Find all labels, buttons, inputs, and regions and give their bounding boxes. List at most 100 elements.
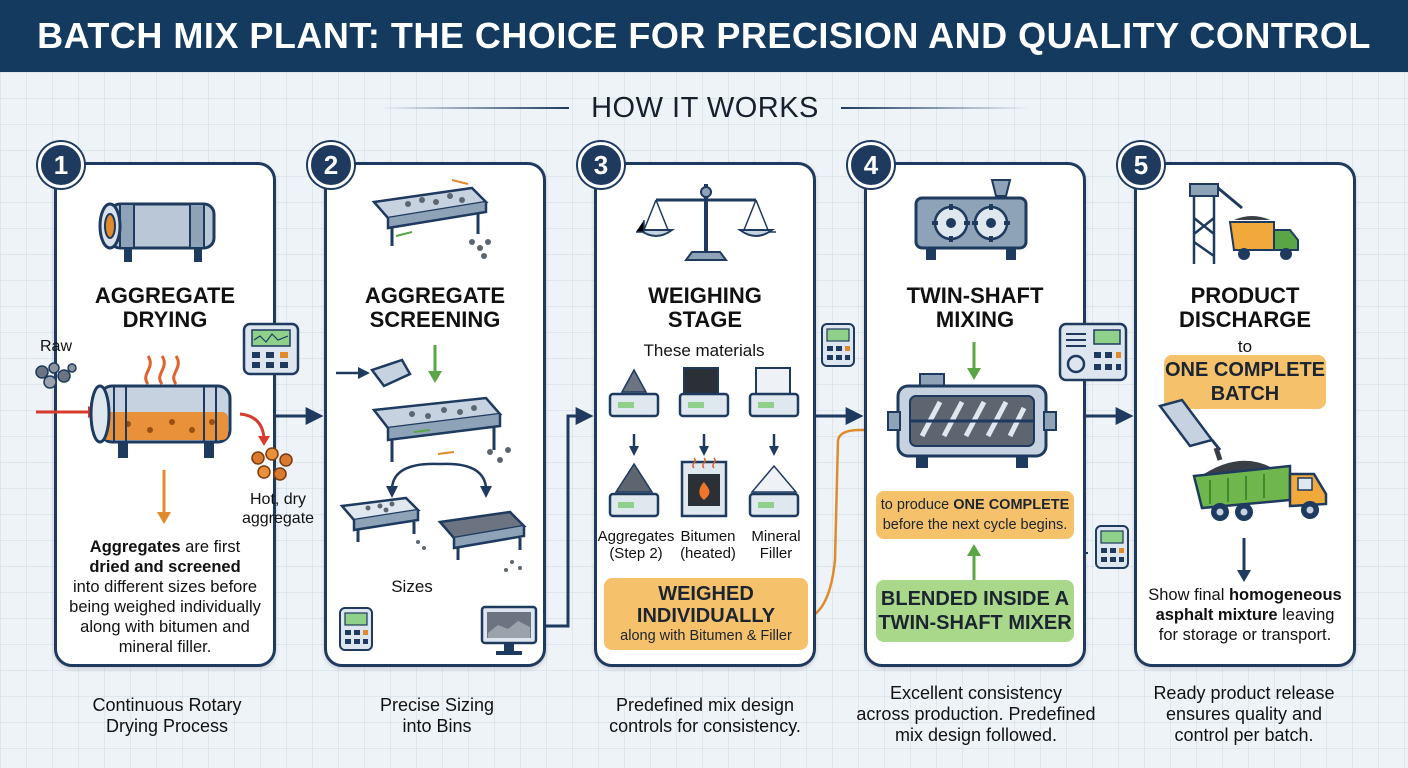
desc-bold-asphalt: asphalt mixture	[1155, 606, 1278, 624]
weighed-individually-box: WEIGHED INDIVIDUALLY along with Bitumen …	[604, 578, 808, 650]
sizes-label: Sizes	[391, 577, 433, 596]
desc-line3: for storage or transport.	[1158, 626, 1332, 644]
discharge-arrow-icon	[239, 412, 270, 446]
material-line1: Aggregates	[597, 528, 675, 545]
desc-bold-homogeneous: homogeneous	[1228, 586, 1342, 604]
note-line2: before the next cycle begins.	[882, 517, 1068, 533]
twin-gear-mixer-icon	[914, 179, 1028, 260]
caption-line2: into Bins	[402, 716, 472, 736]
step-5-title-line2: DISCHARGE	[1178, 307, 1311, 332]
caption-line3: control per batch.	[1174, 725, 1314, 745]
raw-label: Raw	[39, 338, 72, 355]
caption-line2: controls for consistency.	[609, 716, 801, 736]
step-1-caption: Continuous Rotary Drying Process	[54, 695, 280, 737]
box-line2: INDIVIDUALLY	[636, 605, 776, 627]
feed-arrow-icon	[336, 367, 370, 379]
caption-line1: Ready product release	[1153, 683, 1335, 703]
rotary-drum-icon	[98, 202, 216, 262]
weighing-controller-icon	[821, 323, 855, 367]
caption-line1: Continuous Rotary	[92, 695, 242, 715]
note-bold: ONE COMPLETE	[953, 497, 1070, 513]
step-1-desc: Aggregates are first dried and screened …	[62, 537, 268, 657]
caption-line2: Drying Process	[105, 716, 229, 736]
balance-scale-icon	[636, 184, 776, 261]
desc-bold-aggregates: Aggregates	[89, 538, 181, 556]
subtitle-rule-left	[380, 107, 570, 109]
page-title: BATCH MIX PLANT: THE CHOICE FOR PRECISIO…	[37, 15, 1371, 56]
step-3-title-line2: STAGE	[667, 307, 743, 332]
step-number-2: 2	[308, 142, 354, 188]
green-down-arrow-icon	[428, 345, 442, 383]
hot-aggregate-icon	[251, 447, 293, 481]
weighing-down-arrows-icon	[629, 434, 779, 456]
step-number-4: 4	[848, 142, 894, 188]
desc-line3: into different sizes before	[72, 578, 258, 596]
one-complete-note-box: to produce ONE COMPLETE before the next …	[876, 491, 1074, 539]
step-3-caption: Predefined mix design controls for consi…	[588, 695, 822, 737]
material-line2: Filler	[759, 545, 793, 562]
monitor-icon	[480, 605, 538, 655]
step-3-title-line1: WEIGHING	[648, 283, 762, 308]
box-line3: along with Bitumen & Filler	[620, 628, 792, 644]
handheld-controller-icon	[339, 607, 373, 651]
control-panel-icon	[242, 322, 300, 376]
page-header: BATCH MIX PLANT: THE CHOICE FOR PRECISIO…	[0, 0, 1408, 72]
down-arrow-icon	[157, 470, 171, 524]
caption-line2: across production. Predefined	[856, 704, 1096, 724]
connector-2-3	[538, 407, 594, 628]
step-2-title-line1: AGGREGATE	[364, 283, 506, 308]
caption-line3: mix design followed.	[894, 725, 1058, 745]
step-5-to-label: to	[1237, 337, 1253, 356]
green-up-arrow-icon	[967, 544, 981, 582]
one-complete-batch-badge: ONE COMPLETE BATCH	[1164, 355, 1326, 409]
step-5-title-line1: PRODUCT	[1190, 283, 1300, 308]
connector-3-box-to-4	[807, 422, 887, 620]
desc-post: leaving	[1277, 606, 1335, 624]
material-label-filler: Mineral Filler	[740, 528, 812, 562]
twin-shaft-mixer-icon	[887, 373, 1057, 468]
dump-truck-loading-icon	[1157, 398, 1328, 521]
desc-line4: being weighed individually	[69, 598, 261, 616]
desc-pre: Show final	[1148, 586, 1229, 604]
green-down-arrow-icon	[967, 342, 981, 380]
raw-aggregate-icon	[35, 362, 77, 389]
weighed-materials-icon	[608, 457, 800, 518]
silo-truck-icon	[1189, 183, 1299, 264]
split-arrows-icon	[386, 462, 492, 498]
step-5-desc: Show final homogeneous asphalt mixture l…	[1140, 585, 1350, 645]
step-2-caption: Precise Sizing into Bins	[324, 695, 550, 737]
sizing-bin-right-icon	[437, 510, 527, 572]
desc-line6: mineral filler.	[118, 638, 212, 656]
vibrating-screen-icon	[371, 179, 491, 259]
caption-line1: Excellent consistency	[889, 683, 1063, 703]
step-3-intro: These materials	[643, 341, 765, 360]
caption-line1: Predefined mix design	[615, 695, 795, 715]
subtitle-text: HOW IT WORKS	[591, 91, 819, 124]
material-line1: Bitumen	[680, 528, 736, 545]
box-line2: TWIN-SHAFT MIXER	[878, 612, 1072, 634]
caption-line2: ensures quality and	[1165, 704, 1323, 724]
hot-aggregate-label-line2: aggregate	[241, 510, 315, 527]
step-1-title-line1: AGGREGATE	[94, 283, 236, 308]
heat-waves-icon	[144, 355, 180, 385]
step-number-5: 5	[1118, 142, 1164, 188]
step-4-title-line2: MIXING	[935, 307, 1015, 332]
step-4-caption: Excellent consistency across production.…	[846, 683, 1106, 746]
step-2-title-line2: SCREENING	[369, 307, 501, 332]
material-label-bitumen: Bitumen (heated)	[672, 528, 744, 562]
step-4-title-line1: TWIN-SHAFT	[906, 283, 1044, 308]
section-subtitle: HOW IT WORKS	[380, 90, 1031, 126]
badge-line2: BATCH	[1210, 383, 1280, 405]
badge-line1: ONE COMPLETE	[1164, 359, 1325, 381]
caption-line1: Precise Sizing	[379, 695, 495, 715]
navy-down-arrow-icon	[1237, 538, 1251, 582]
material-hoppers-icon	[608, 367, 800, 418]
step-number-3: 3	[578, 142, 624, 188]
heated-drum-icon	[89, 384, 232, 458]
step-5-caption: Ready product release ensures quality an…	[1124, 683, 1364, 746]
sizing-bin-left-icon	[339, 496, 426, 550]
material-label-aggregates: Aggregates (Step 2)	[596, 528, 676, 562]
hot-aggregate-label-line1: Hot, dry	[249, 491, 306, 508]
desc-bold-dried: dried and screened	[89, 558, 241, 576]
